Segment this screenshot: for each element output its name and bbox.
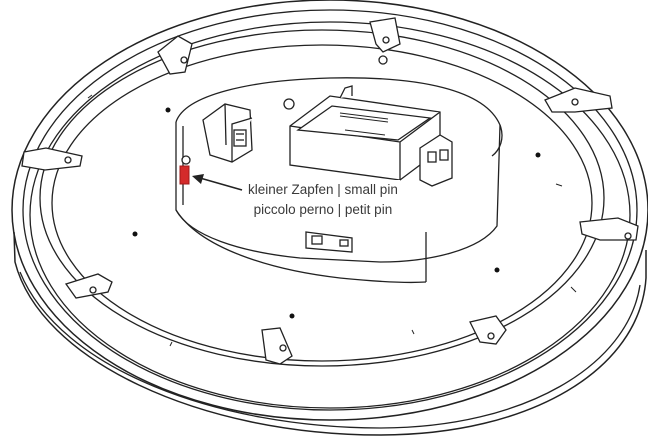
screw-hole-icon (494, 267, 500, 273)
ring-ticks (87, 94, 577, 347)
screw-hole-icon (132, 231, 138, 237)
pin-callout-label: kleiner Zapfen | small pin piccolo perno… (246, 180, 400, 220)
outer-rim-inner-edge (22, 9, 638, 411)
housing-bottom-edge (19, 271, 641, 429)
red-pin-icon (179, 155, 191, 185)
callout-line-2: piccolo perno | petit pin (253, 202, 393, 217)
mounting-clip-icon (64, 273, 113, 299)
mounting-clip-icon (261, 327, 293, 365)
middle-ring-outer-edge (39, 29, 605, 367)
driver-module (283, 85, 441, 181)
mounting-clip-icon (157, 35, 193, 75)
screw-holes (132, 107, 541, 319)
mounting-clip-icon (469, 315, 507, 345)
screw-hole-icon (289, 313, 295, 319)
mounting-clip-icon (369, 17, 401, 65)
terminal-block (202, 103, 253, 163)
inner-cylinder-lower-edge (175, 209, 427, 284)
middle-ring-inner-edge (51, 44, 593, 362)
mounting-clip-icon (21, 147, 83, 171)
housing-side-wall (13, 231, 647, 436)
cable-connector (305, 231, 353, 253)
connector-clamp (419, 134, 453, 187)
driver-pin-row (339, 112, 389, 136)
screw-hole-icon (535, 152, 541, 158)
mounting-clip-icon (544, 87, 613, 113)
mounting-clip-icon (579, 217, 639, 241)
inner-cylinder-wall-right (379, 124, 501, 263)
middle-ring (39, 29, 605, 367)
outer-housing (11, 0, 648, 436)
mounting-clips (21, 17, 639, 365)
outer-rim-lip (29, 21, 631, 409)
screw-hole-icon (165, 107, 171, 113)
arrow-icon (192, 174, 243, 191)
outer-rim-top (11, 0, 648, 421)
callout-line-1: kleiner Zapfen | small pin (248, 182, 398, 197)
